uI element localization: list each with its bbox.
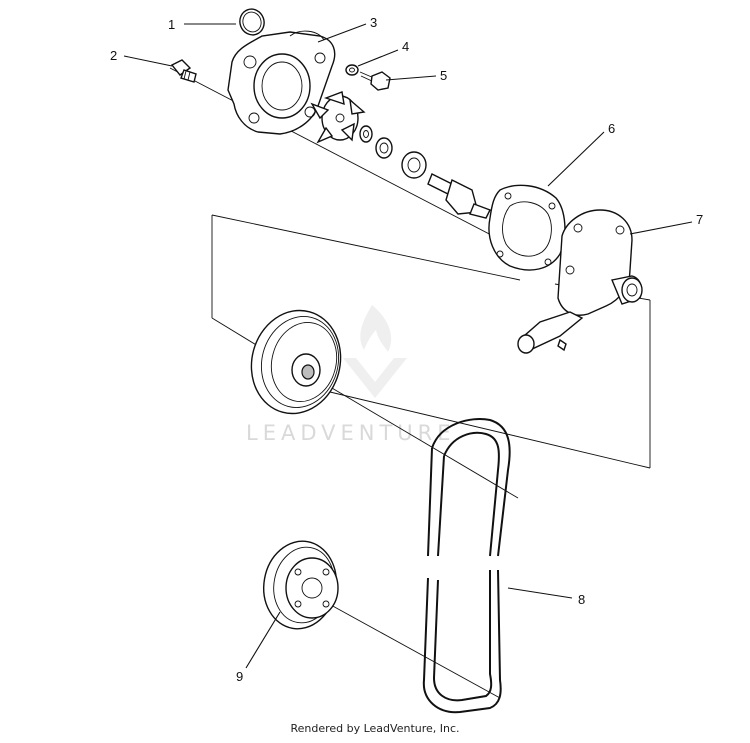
- callout-1: 1: [168, 17, 175, 32]
- callout-8: 8: [578, 592, 585, 607]
- watermark-logo-icon: [343, 305, 407, 398]
- part-pump-cover: [227, 30, 336, 135]
- part-crank-pulley: [263, 540, 339, 630]
- part-pump-pulley: [250, 309, 342, 415]
- part-impeller: [310, 91, 366, 144]
- part-shaft: [427, 173, 491, 219]
- callout-4: 4: [402, 39, 409, 54]
- callout-6: 6: [608, 121, 615, 136]
- part-bolt-5: [359, 71, 391, 91]
- callout-2: 2: [110, 48, 117, 63]
- callout-3: 3: [370, 15, 377, 30]
- part-o-ring: [239, 8, 265, 36]
- watermark: LEADVENTURE: [246, 305, 456, 445]
- callout-9: 9: [236, 669, 243, 684]
- part-gasket: [488, 184, 566, 271]
- part-drive-belt: [422, 418, 511, 714]
- callout-7: 7: [696, 212, 703, 227]
- part-pump-body: [517, 209, 643, 354]
- callout-labels: 1 2 3 4 5 6 7 8 9: [110, 15, 703, 684]
- part-seal-set: [359, 125, 427, 179]
- footer-credit: Rendered by LeadVenture, Inc.: [290, 722, 460, 735]
- leader-lines: [123, 23, 693, 669]
- part-bolt-2: [170, 59, 197, 83]
- callout-5: 5: [440, 68, 447, 83]
- watermark-text: LEADVENTURE: [246, 421, 456, 445]
- part-washer: [345, 64, 359, 76]
